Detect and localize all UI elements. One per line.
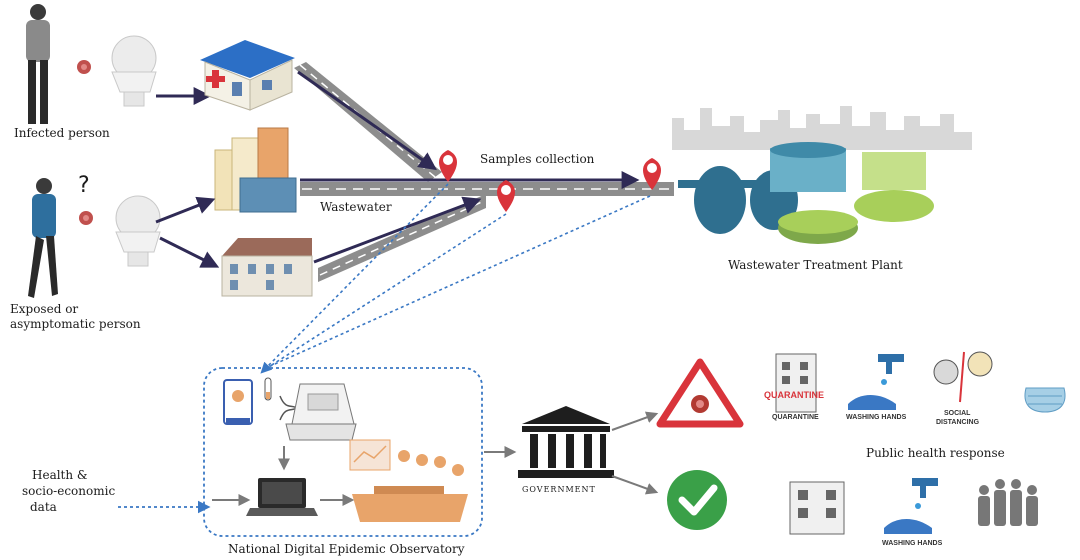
quarantine-sign-text: QUARANTINE — [764, 390, 824, 400]
washing-hands-caption-bottom: WASHING HANDS — [882, 540, 943, 547]
meeting-icon — [349, 439, 468, 522]
observatory-frame — [203, 367, 483, 537]
health-label-line1: Health & — [32, 468, 88, 482]
health-label-line2: socio-economic — [22, 484, 116, 498]
office-buildings-icon — [214, 127, 297, 213]
infected-person-icon — [26, 4, 50, 124]
samples-collection-label: Samples collection — [480, 152, 595, 166]
test-tube-icon — [264, 377, 272, 401]
washing-hands-caption-top: WASHING HANDS — [846, 414, 907, 421]
wwtp-label: Wastewater Treatment Plant — [728, 258, 903, 272]
building-icon — [789, 481, 845, 535]
government-label: GOVERNMENT — [522, 485, 596, 494]
social-distancing-caption-2: DISTANCING — [936, 419, 980, 426]
public-health-response-label: Public health response — [866, 446, 1005, 460]
observatory-label: National Digital Epidemic Observatory — [228, 542, 465, 556]
virus-icon — [77, 60, 91, 74]
toilet-icon — [111, 35, 157, 107]
social-distancing-icon — [933, 351, 993, 403]
pin-icon — [643, 158, 661, 190]
washing-hands-icon — [884, 478, 938, 534]
pcr-machine-icon — [285, 383, 357, 441]
quarantine-building-icon — [775, 353, 817, 413]
microscope-icon — [223, 379, 253, 425]
health-label-line3: data — [30, 500, 57, 514]
washing-hands-icon — [848, 354, 904, 410]
question-mark: ? — [78, 173, 90, 198]
government-building-icon — [518, 406, 614, 478]
mask-icon — [1024, 387, 1066, 413]
quarantine-caption: QUARANTINE — [772, 414, 819, 421]
exposed-label-line2: asymptomatic person — [10, 317, 141, 331]
exposed-person-icon — [28, 178, 58, 298]
virus-icon — [79, 211, 93, 225]
crowd-icon — [978, 479, 1038, 526]
houses-icon — [221, 238, 313, 297]
road-houses — [318, 194, 486, 282]
check-icon — [667, 470, 727, 530]
hospital-icon — [200, 40, 295, 111]
pin-icon — [439, 150, 457, 182]
road-main — [300, 182, 674, 196]
warning-sign-icon — [656, 358, 744, 428]
social-distancing-caption-1: SOCIAL — [944, 410, 971, 417]
laptop-icon — [246, 478, 318, 516]
toilet-icon — [115, 195, 161, 267]
exposed-label-line1: Exposed or — [10, 302, 79, 316]
pin-icon — [497, 180, 515, 212]
infected-person-label: Infected person — [14, 126, 110, 140]
wastewater-treatment-plant-icon — [672, 106, 972, 244]
wastewater-label: Wastewater — [320, 200, 392, 214]
